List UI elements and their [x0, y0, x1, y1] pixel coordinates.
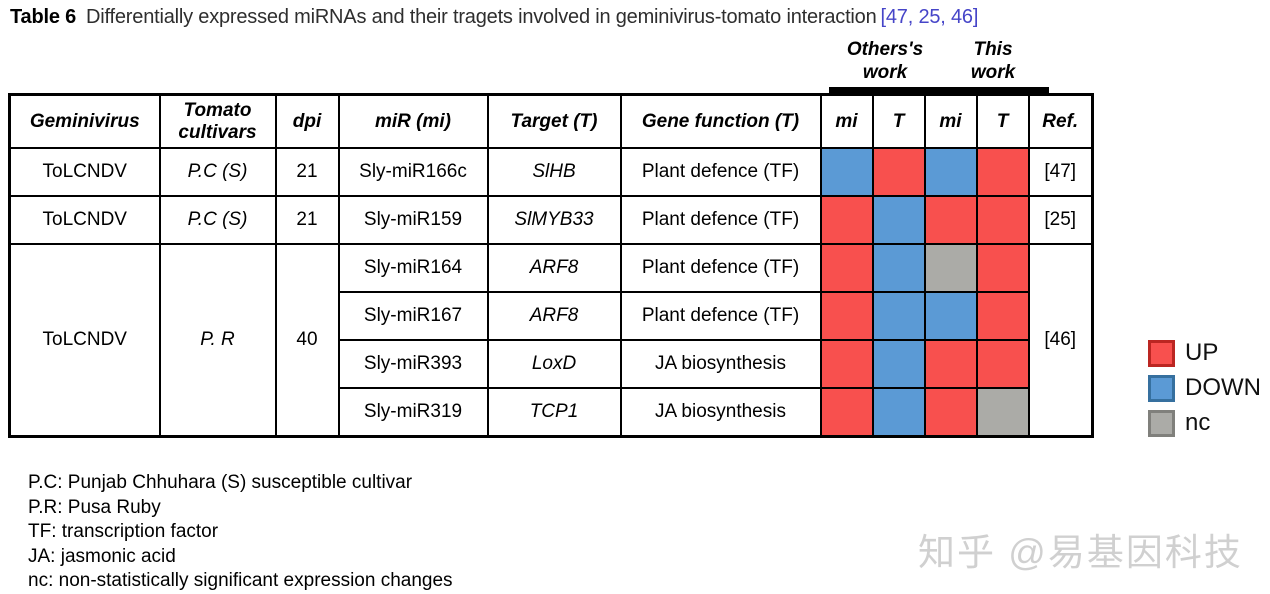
legend-label-nc: nc — [1185, 409, 1211, 436]
cell-gene-function: Plant defence (TF) — [619, 291, 822, 341]
col-header-this-mi: mi — [923, 93, 978, 149]
cell-cultivar: P.C (S) — [158, 195, 277, 245]
cell-ref: [25] — [1027, 195, 1094, 245]
cell-target: LoxD — [486, 339, 622, 389]
cell-gene-function: JA biosynthesis — [619, 387, 822, 438]
status-cell-this-mi — [923, 195, 978, 245]
col-header-gene-function: Gene function (T) — [619, 93, 822, 149]
status-cell-others-mi — [819, 195, 874, 245]
cell-target: SlMYB33 — [486, 195, 622, 245]
table-row: Sly-miR167 ARF8 Plant defence (TF) — [10, 291, 1093, 341]
status-cell-this-mi — [923, 339, 978, 389]
cell-dpi: 21 — [274, 195, 340, 245]
zhihu-watermark: 知乎 @易基因科技 — [918, 532, 1243, 573]
cell-gene-function: Plant defence (TF) — [619, 147, 822, 197]
cell-mir: Sly-miR319 — [337, 387, 489, 438]
cell-mir: Sly-miR159 — [337, 195, 489, 245]
table-caption-text: Differentially expressed miRNAs and thei… — [86, 6, 877, 28]
footnote-ja: JA: jasmonic acid — [28, 545, 176, 567]
cell-geminivirus: ToLCNDV — [8, 147, 161, 197]
table-row: Sly-miR319 TCP1 JA biosynthesis — [10, 387, 1093, 438]
cell-target: TCP1 — [486, 387, 622, 438]
status-cell-this-t — [975, 291, 1030, 341]
mirna-table: Geminivirus Tomato cultivars dpi miR (mi… — [8, 93, 1094, 438]
group-header-this-work: This work — [970, 39, 1016, 83]
table-row: ToLCNDV P. R 40 Sly-miR164 ARF8 Plant de… — [8, 243, 1094, 438]
table-row: ToLCNDV P.C (S) 21 Sly-miR166c SlHB Plan… — [8, 147, 1094, 197]
status-cell-others-t — [871, 147, 926, 197]
status-cell-others-mi — [819, 291, 874, 341]
status-cell-others-t — [871, 387, 926, 438]
footnotes: P.C: Punjab Chhuhara (S) susceptible cul… — [28, 471, 453, 594]
footnote-pc: P.C: Punjab Chhuhara (S) susceptible cul… — [28, 472, 413, 493]
col-header-dpi: dpi — [274, 93, 340, 149]
status-cell-others-t — [871, 243, 926, 293]
status-cell-this-t — [975, 339, 1030, 389]
status-cell-this-mi — [923, 387, 978, 438]
legend: UP DOWN nc — [1148, 339, 1261, 446]
cell-geminivirus: ToLCNDV — [8, 195, 161, 245]
cell-mir: Sly-miR393 — [337, 339, 489, 389]
cell-ref-merged: [46] — [1027, 243, 1094, 438]
cell-ref: [47] — [1027, 147, 1094, 197]
cell-target: ARF8 — [486, 291, 622, 341]
legend-item-down: DOWN — [1148, 374, 1261, 402]
col-header-ref: Ref. — [1027, 93, 1094, 149]
col-header-geminivirus: Geminivirus — [8, 93, 161, 149]
group-header-underline — [829, 87, 1049, 94]
status-cell-others-mi — [819, 243, 874, 293]
col-header-tomato-cultivars: Tomato cultivars — [158, 93, 277, 149]
footnote-pr: P.R: Pusa Ruby — [28, 496, 161, 518]
cell-cultivar: P.C (S) — [158, 147, 277, 197]
cell-gene-function: Plant defence (TF) — [619, 195, 822, 245]
cell-dpi: 21 — [274, 147, 340, 197]
legend-item-up: UP — [1148, 339, 1261, 367]
nc-color-swatch — [1148, 409, 1175, 437]
status-cell-others-t — [871, 195, 926, 245]
status-cell-this-t — [975, 387, 1030, 438]
status-cell-others-mi — [819, 147, 874, 197]
status-cell-others-mi — [819, 387, 874, 438]
col-header-target: Target (T) — [486, 93, 622, 149]
down-color-swatch — [1148, 374, 1175, 402]
citation-links[interactable]: [47, 25, 46] — [880, 6, 979, 28]
status-cell-others-t — [871, 291, 926, 341]
table-caption: Table 6 Differentially expressed miRNAs a… — [10, 6, 978, 29]
status-cell-others-t — [871, 339, 926, 389]
col-header-others-mi: mi — [819, 93, 874, 149]
cell-target: ARF8 — [486, 243, 622, 293]
cell-gene-function: Plant defence (TF) — [619, 243, 822, 293]
status-cell-this-t — [975, 147, 1030, 197]
cell-cultivar-merged: P. R — [158, 243, 277, 438]
cell-target: SlHB — [486, 147, 622, 197]
table-row: Sly-miR393 LoxD JA biosynthesis — [10, 339, 1093, 389]
status-cell-this-mi — [923, 291, 978, 341]
cell-mir: Sly-miR164 — [337, 243, 489, 293]
col-header-this-t: T — [975, 93, 1030, 149]
group-header-others-work: Others's work — [846, 39, 924, 83]
footnote-nc: nc: non-statistically significant expres… — [28, 570, 453, 591]
status-cell-others-mi — [819, 339, 874, 389]
col-header-mir: miR (mi) — [337, 93, 489, 149]
up-color-swatch — [1148, 339, 1175, 367]
col-header-others-t: T — [871, 93, 926, 149]
table-number: Table 6 — [10, 6, 77, 28]
legend-label-up: UP — [1185, 339, 1219, 366]
footnote-tf: TF: transcription factor — [28, 521, 219, 542]
table-row: ToLCNDV P.C (S) 21 Sly-miR159 SlMYB33 Pl… — [8, 195, 1094, 245]
status-cell-this-t — [975, 243, 1030, 293]
status-cell-this-mi — [923, 147, 978, 197]
legend-label-down: DOWN — [1185, 374, 1261, 401]
table-header-row: Geminivirus Tomato cultivars dpi miR (mi… — [8, 93, 1094, 149]
legend-item-nc: nc — [1148, 409, 1261, 437]
cell-mir: Sly-miR167 — [337, 291, 489, 341]
status-cell-this-t — [975, 195, 1030, 245]
cell-dpi-merged: 40 — [274, 243, 340, 438]
cell-geminivirus-merged: ToLCNDV — [8, 243, 161, 438]
cell-gene-function: JA biosynthesis — [619, 339, 822, 389]
cell-mir: Sly-miR166c — [337, 147, 489, 197]
status-cell-this-mi — [923, 243, 978, 293]
